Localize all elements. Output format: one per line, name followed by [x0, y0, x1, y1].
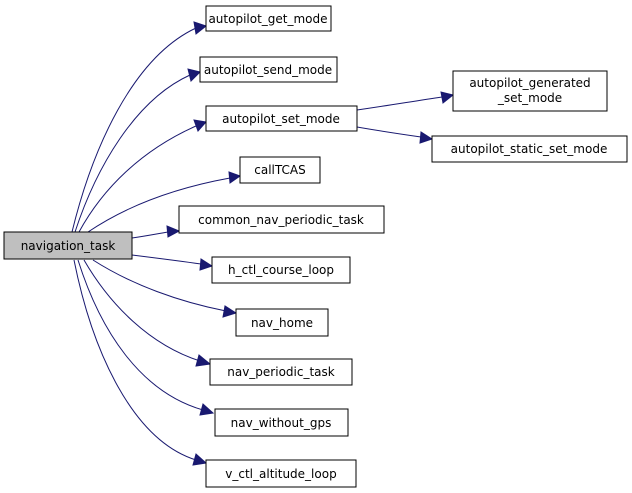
arrow-set-mode	[193, 119, 207, 132]
node-label: autopilot_get_mode	[208, 12, 327, 26]
node-label: callTCAS	[254, 163, 305, 177]
arrow-nav-periodic	[195, 354, 212, 367]
node-nav-without-gps[interactable]: nav_without_gps	[214, 408, 349, 437]
arrow-get-mode	[193, 21, 208, 35]
edge-to-generated-set-mode	[356, 96, 443, 111]
edge-to-nav-periodic	[83, 259, 201, 362]
node-autopilot-get-mode[interactable]: autopilot_get_mode	[205, 5, 332, 32]
node-label: autopilot_set_mode	[222, 112, 340, 126]
arrow-nav-without-gps	[199, 403, 215, 416]
edges	[71, 21, 455, 466]
arrow-nav-home	[222, 305, 238, 318]
arrow-v-ctl	[192, 453, 208, 466]
edge-to-nav-home	[92, 259, 227, 312]
arrow-calltcas	[228, 171, 242, 184]
edge-to-h-ctl	[131, 254, 202, 265]
arrow-static-set-mode	[419, 131, 434, 144]
node-label-line-2: _set_mode	[497, 91, 562, 105]
edge-to-v-ctl	[73, 259, 197, 461]
node-v-ctl-altitude-loop[interactable]: v_ctl_altitude_loop	[205, 459, 357, 488]
arrow-h-ctl	[199, 258, 214, 271]
edge-to-nav-without-gps	[77, 259, 204, 411]
node-label: autopilot_static_set_mode	[451, 142, 608, 156]
node-label: nav_home	[251, 316, 313, 330]
edge-to-send-mode	[74, 74, 191, 233]
node-label: nav_without_gps	[231, 416, 332, 430]
node-common-nav-periodic-task[interactable]: common_nav_periodic_task	[178, 205, 385, 234]
node-autopilot-static-set-mode[interactable]: autopilot_static_set_mode	[431, 135, 628, 163]
node-label: v_ctl_altitude_loop	[225, 467, 336, 481]
node-label: nav_periodic_task	[227, 365, 335, 379]
edge-to-calltcas	[87, 177, 231, 233]
edge-to-common-nav	[131, 231, 169, 239]
node-nav-periodic-task[interactable]: nav_periodic_task	[209, 358, 353, 386]
node-label: common_nav_periodic_task	[198, 213, 364, 227]
node-h-ctl-course-loop[interactable]: h_ctl_course_loop	[211, 256, 351, 284]
edge-to-static-set-mode	[356, 126, 422, 138]
arrow-common-nav	[166, 225, 181, 238]
node-navigation-task[interactable]: navigation_task	[3, 231, 133, 260]
arrow-send-mode	[187, 68, 201, 82]
node-label-line-1: autopilot_generated	[469, 76, 590, 90]
node-nav-home[interactable]: nav_home	[235, 308, 329, 337]
arrow-generated-set-mode	[440, 91, 455, 104]
node-calltcas[interactable]: callTCAS	[239, 156, 321, 184]
node-label: autopilot_send_mode	[204, 63, 332, 77]
edge-to-get-mode	[71, 27, 197, 233]
node-autopilot-send-mode[interactable]: autopilot_send_mode	[199, 56, 338, 83]
node-label: navigation_task	[21, 239, 116, 253]
node-autopilot-generated-set-mode[interactable]: autopilot_generated _set_mode	[452, 70, 608, 112]
node-autopilot-set-mode[interactable]: autopilot_set_mode	[205, 105, 358, 132]
edge-to-set-mode	[78, 125, 197, 233]
node-label: h_ctl_course_loop	[228, 263, 334, 277]
